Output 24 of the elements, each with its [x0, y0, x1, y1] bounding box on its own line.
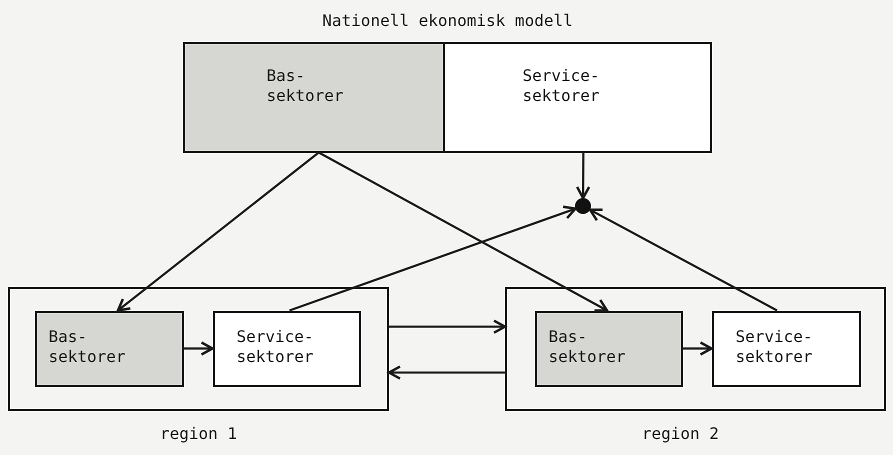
- sector-label: Service- sektorer: [522, 66, 600, 106]
- service-sector-box: [444, 42, 712, 152]
- arrow: [289, 205, 577, 312]
- region-label: region 2: [642, 424, 719, 444]
- base-sector-box: [34, 310, 184, 386]
- sector-label: Service- sektorer: [236, 326, 314, 366]
- arrow: [184, 341, 214, 356]
- arrow: [116, 152, 320, 312]
- arrow: [318, 152, 608, 312]
- sector-label: Bas- sektorer: [48, 326, 126, 366]
- arrow: [682, 341, 713, 356]
- diagram-heading: Nationell ekonomisk modell: [322, 11, 573, 31]
- arrow: [388, 365, 505, 380]
- arrow: [389, 319, 506, 334]
- service-sector-box: [212, 310, 360, 386]
- base-sector-box: [534, 310, 682, 386]
- base-sector-box: [182, 42, 444, 152]
- junction-dot: [575, 198, 591, 214]
- sector-label: Service- sektorer: [736, 326, 813, 366]
- region-label: region 1: [160, 424, 238, 444]
- sector-label: Bas- sektorer: [548, 326, 626, 366]
- sector-label: Bas- sektorer: [266, 66, 344, 106]
- arrow: [576, 152, 590, 200]
- service-sector-box: [712, 310, 860, 386]
